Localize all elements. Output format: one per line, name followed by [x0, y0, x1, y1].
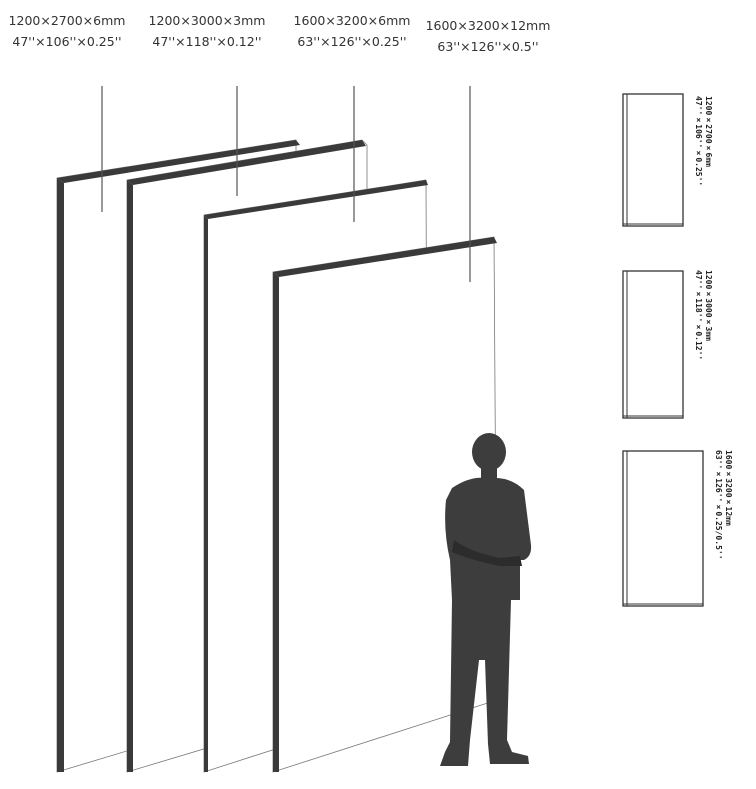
panel-2-metric: 1200×3000×3mm: [148, 13, 266, 28]
panel-3-label: 1600×3200×6mm 63''×126''×0.25'': [292, 10, 412, 52]
side-view-3-imperial: 63''×126''×0.25/0.5'': [714, 450, 723, 560]
panel-4: [272, 236, 498, 773]
side-view-2-imperial: 47''×118''×0.12'': [694, 270, 703, 361]
panel-1-metric: 1200×2700×6mm: [8, 13, 126, 28]
panel-4-label: 1600×3200×12mm 63''×126''×0.5'': [424, 15, 552, 57]
side-view-1-label: 1200×2700×6mm 47''×106''×0.25'': [693, 96, 713, 186]
side-view-3: [622, 450, 704, 607]
panel-2-label: 1200×3000×3mm 47''×118''×0.12'': [148, 10, 266, 52]
panel-3-imperial: 63''×126''×0.25'': [297, 34, 407, 49]
panel-4-metric: 1600×3200×12mm: [425, 18, 551, 33]
side-view-1-metric: 1200×2700×6mm: [704, 96, 713, 167]
panel-4-imperial: 63''×126''×0.5'': [437, 39, 539, 54]
side-view-2-label: 1200×3000×3mm 47''×118''×0.12'': [693, 270, 713, 360]
side-view-1-imperial: 47''×106''×0.25'': [694, 96, 703, 187]
panel-3-metric: 1600×3200×6mm: [293, 13, 411, 28]
person-silhouette-icon: [440, 433, 532, 766]
panel-1-imperial: 47''×106''×0.25'': [12, 34, 122, 49]
side-view-2: [622, 270, 684, 419]
panel-1-label: 1200×2700×6mm 47''×106''×0.25'': [8, 10, 126, 52]
side-view-2-metric: 1200×3000×3mm: [704, 270, 713, 341]
side-view-1: [622, 93, 684, 227]
side-view-3-label: 1600×3200×12mm 63''×126''×0.25/0.5'': [713, 450, 733, 560]
panel-2-imperial: 47''×118''×0.12'': [152, 34, 262, 49]
side-view-3-metric: 1600×3200×12mm: [724, 450, 733, 526]
